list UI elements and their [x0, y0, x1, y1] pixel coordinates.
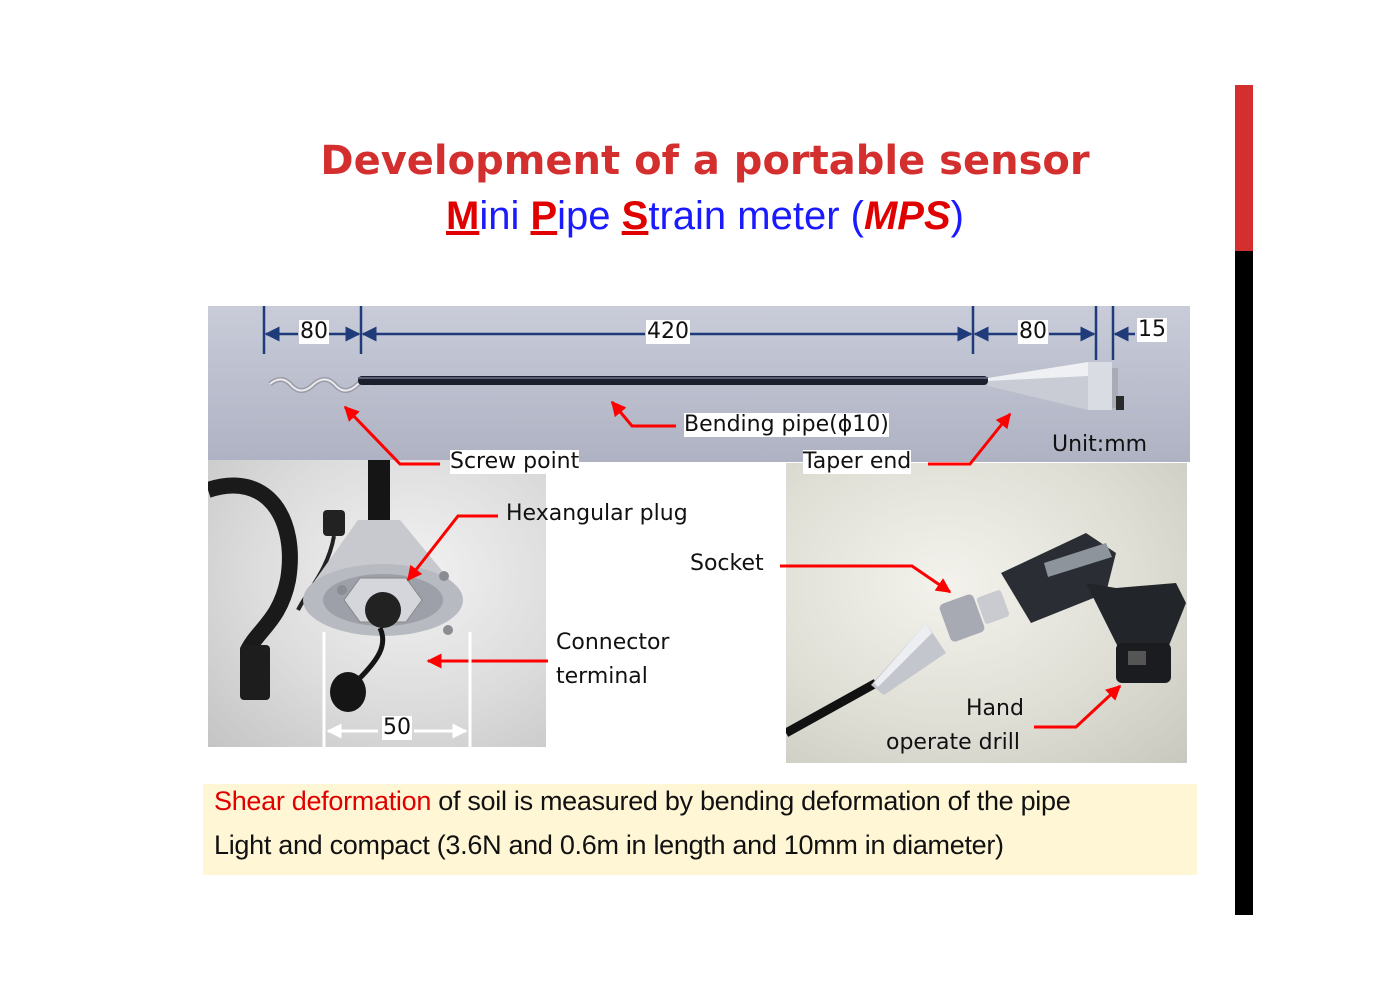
summary-line-1: Shear deformation of soil is measured by…: [214, 786, 1071, 817]
dimension-pipe-length: 420: [646, 319, 690, 345]
screw-point-label: Screw point: [450, 449, 580, 475]
socket-label: Socket: [690, 551, 764, 576]
sidebar-accent-black: [1235, 251, 1253, 915]
connector-terminal-label-line1: Connector: [556, 630, 670, 655]
summary-line-1-text: of soil is measured by bending deformati…: [431, 786, 1071, 816]
slide-title: Development of a portable sensor: [320, 138, 1090, 184]
subtitle-initial-s: S: [621, 194, 649, 238]
taper-end-label: Taper end: [803, 449, 912, 475]
subtitle-text-ipe: ipe: [557, 194, 622, 238]
dimension-end-length: 15: [1137, 317, 1167, 343]
subtitle-initial-m: M: [446, 194, 480, 238]
connector-terminal-label-line2: terminal: [556, 664, 648, 689]
summary-highlight: Shear deformation: [214, 786, 432, 816]
subtitle-initial-p: P: [530, 194, 558, 238]
hand-drill-label-line2: operate drill: [886, 730, 1020, 755]
sensor-illustration: [268, 362, 1124, 410]
socket-width-lines: [322, 632, 472, 747]
slide-subtitle: Mini Pipe Strain meter (MPS): [5, 194, 1400, 239]
unit-label: Unit:mm: [1052, 432, 1148, 457]
subtitle-close-paren: ): [950, 194, 964, 238]
drill-photo: [786, 463, 1187, 763]
plug-closeup-photo: [208, 460, 546, 747]
summary-box: [203, 784, 1197, 875]
hand-drill-label-line1: Hand: [966, 696, 1024, 721]
hexangular-plug-label: Hexangular plug: [506, 501, 688, 526]
drill-illustration: [786, 533, 1186, 737]
subtitle-text-ini: ini: [479, 194, 531, 238]
subtitle-text-train: train meter (: [648, 194, 864, 238]
sidebar-accent-red: [1235, 85, 1253, 251]
dimension-screw-length: 80: [299, 319, 329, 345]
dimension-taper-length: 80: [1018, 319, 1048, 345]
dimension-lines: [262, 306, 1135, 360]
summary-line-2: Light and compact (3.6N and 0.6m in leng…: [214, 830, 1004, 860]
subtitle-abbreviation: MPS: [863, 194, 951, 238]
bending-pipe-label: Bending pipe(ϕ10): [684, 412, 889, 438]
red-callout-arrows: [343, 400, 1122, 729]
dimension-socket-width: 50: [382, 715, 412, 741]
